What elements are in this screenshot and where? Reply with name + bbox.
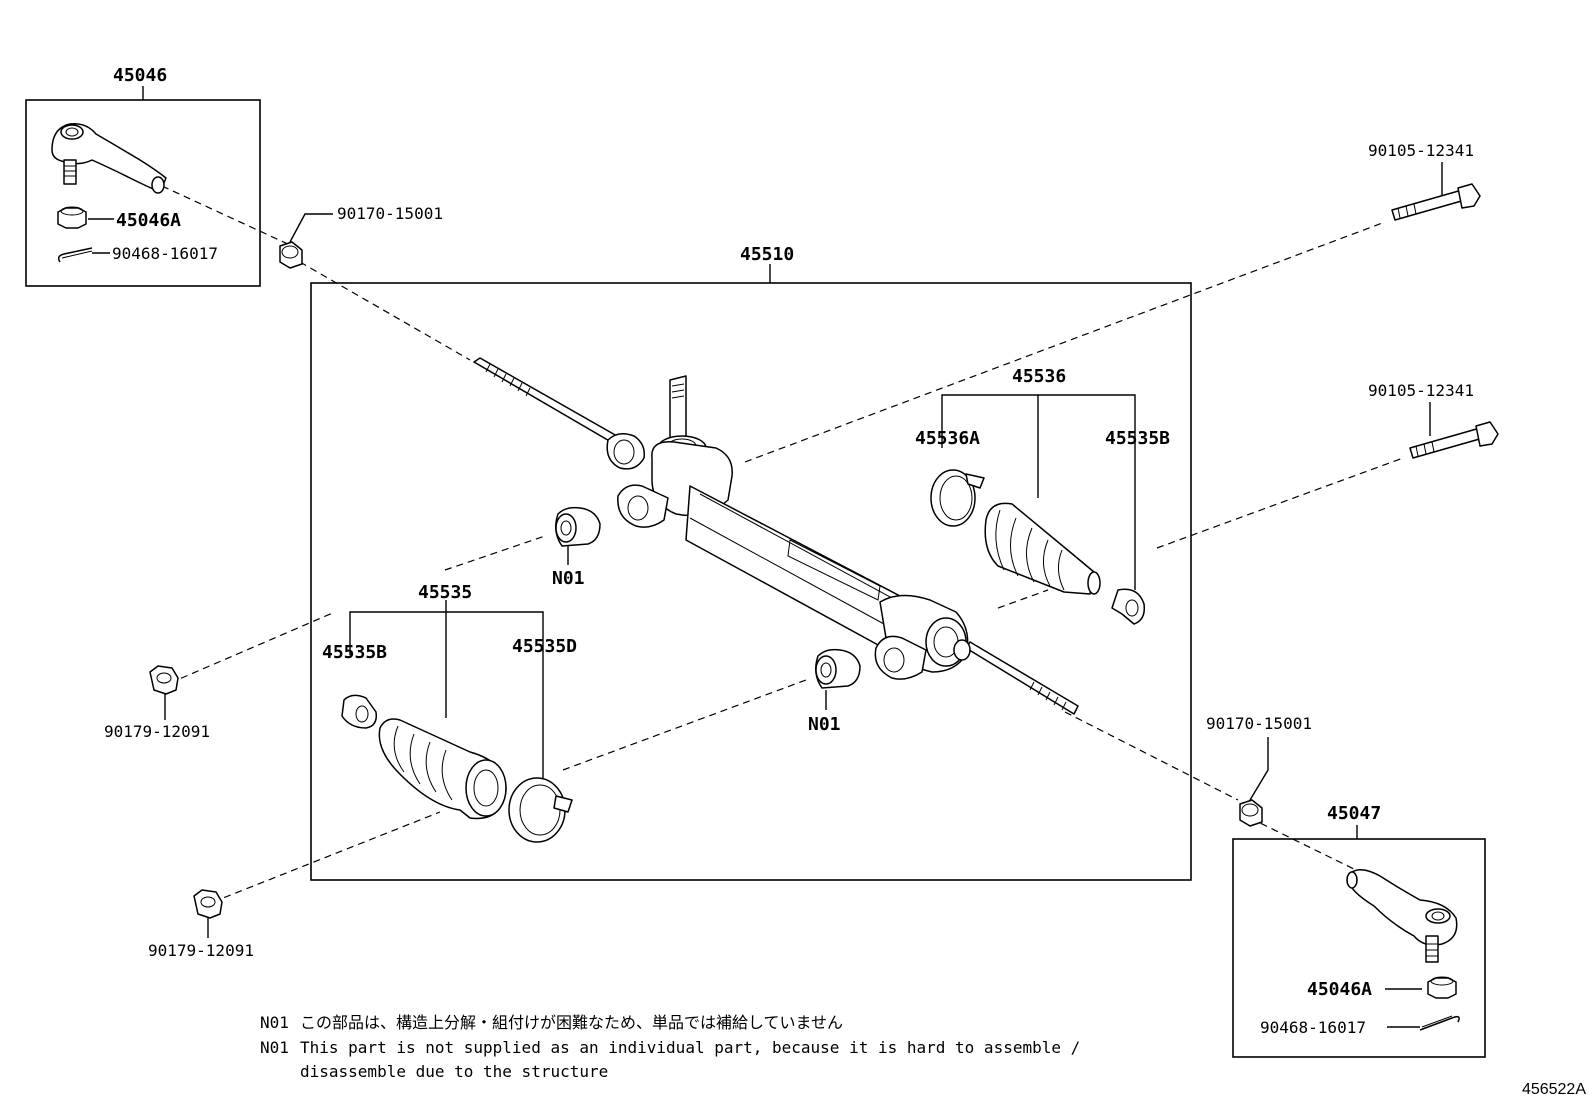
diagram-reference-number: 456522A [1522, 1081, 1586, 1098]
label-clip-left-b: 45535B [322, 642, 387, 663]
tie-rod-end-right-frame [1232, 838, 1486, 1058]
boot-left [378, 718, 507, 820]
bolt-middle [1409, 421, 1499, 459]
label-grommet-upper: N01 [552, 568, 585, 589]
label-nut-right: 45046A [1307, 979, 1372, 1000]
grommet-upper [555, 506, 601, 547]
note-line2-tag: N01 [260, 1038, 289, 1057]
castle-nut-left [57, 206, 87, 229]
boot-right [984, 502, 1101, 595]
note-line2-text: This part is not supplied as an individu… [300, 1038, 1080, 1057]
note-line1-tag: N01 [260, 1013, 289, 1032]
tie-rod-end-left [51, 122, 167, 194]
label-nut-left: 45046A [116, 210, 181, 231]
clip-right-b [1111, 588, 1146, 625]
clamp-left-d [508, 777, 573, 843]
label-tie-rod-end-left: 45046 [113, 65, 167, 86]
cotter-pin-right [1419, 1015, 1460, 1031]
rack-assembly-frame [310, 282, 1192, 881]
label-clamp-left-d: 45535D [512, 636, 577, 657]
clip-left-b [341, 694, 378, 729]
steering-rack-housing [473, 357, 1079, 715]
flange-nut-upper-left [149, 665, 179, 695]
leader-lines [88, 86, 1443, 1028]
bolt-top [1391, 183, 1481, 221]
label-boot-set-left: 45535 [418, 582, 472, 603]
note-line1-text: この部品は、構造上分解・組付けが困難なため、単品では補給していません [300, 1013, 843, 1032]
flange-nut-lower-left [193, 889, 223, 919]
label-clamp-right-a: 45536A [915, 428, 980, 449]
alignment-lines [161, 185, 1404, 903]
bushing-right [1239, 799, 1263, 827]
label-grommet-lower: N01 [808, 714, 841, 735]
label-bushing-right: 90170-15001 [1206, 714, 1312, 733]
label-rack-assembly: 45510 [740, 244, 794, 265]
label-nut-upper-left: 90179-12091 [104, 722, 210, 741]
clamp-right-a [930, 469, 985, 527]
tie-rod-end-right [1346, 869, 1458, 963]
label-cotter-pin-left: 90468-16017 [112, 244, 218, 263]
label-bushing-left: 90170-15001 [337, 204, 443, 223]
cotter-pin-left [57, 247, 93, 263]
label-cotter-pin-right: 90468-16017 [1260, 1018, 1366, 1037]
label-bolt-middle: 90105-12341 [1368, 381, 1474, 400]
label-bolt-top: 90105-12341 [1368, 141, 1474, 160]
castle-nut-right [1427, 976, 1457, 999]
label-nut-lower-left: 90179-12091 [148, 941, 254, 960]
note-line3-text: disassemble due to the structure [300, 1062, 608, 1081]
label-boot-set-right: 45536 [1012, 366, 1066, 387]
label-clip-right-b: 45535B [1105, 428, 1170, 449]
grommet-lower [815, 648, 861, 689]
bushing-left [279, 241, 303, 269]
label-tie-rod-end-right: 45047 [1327, 803, 1381, 824]
